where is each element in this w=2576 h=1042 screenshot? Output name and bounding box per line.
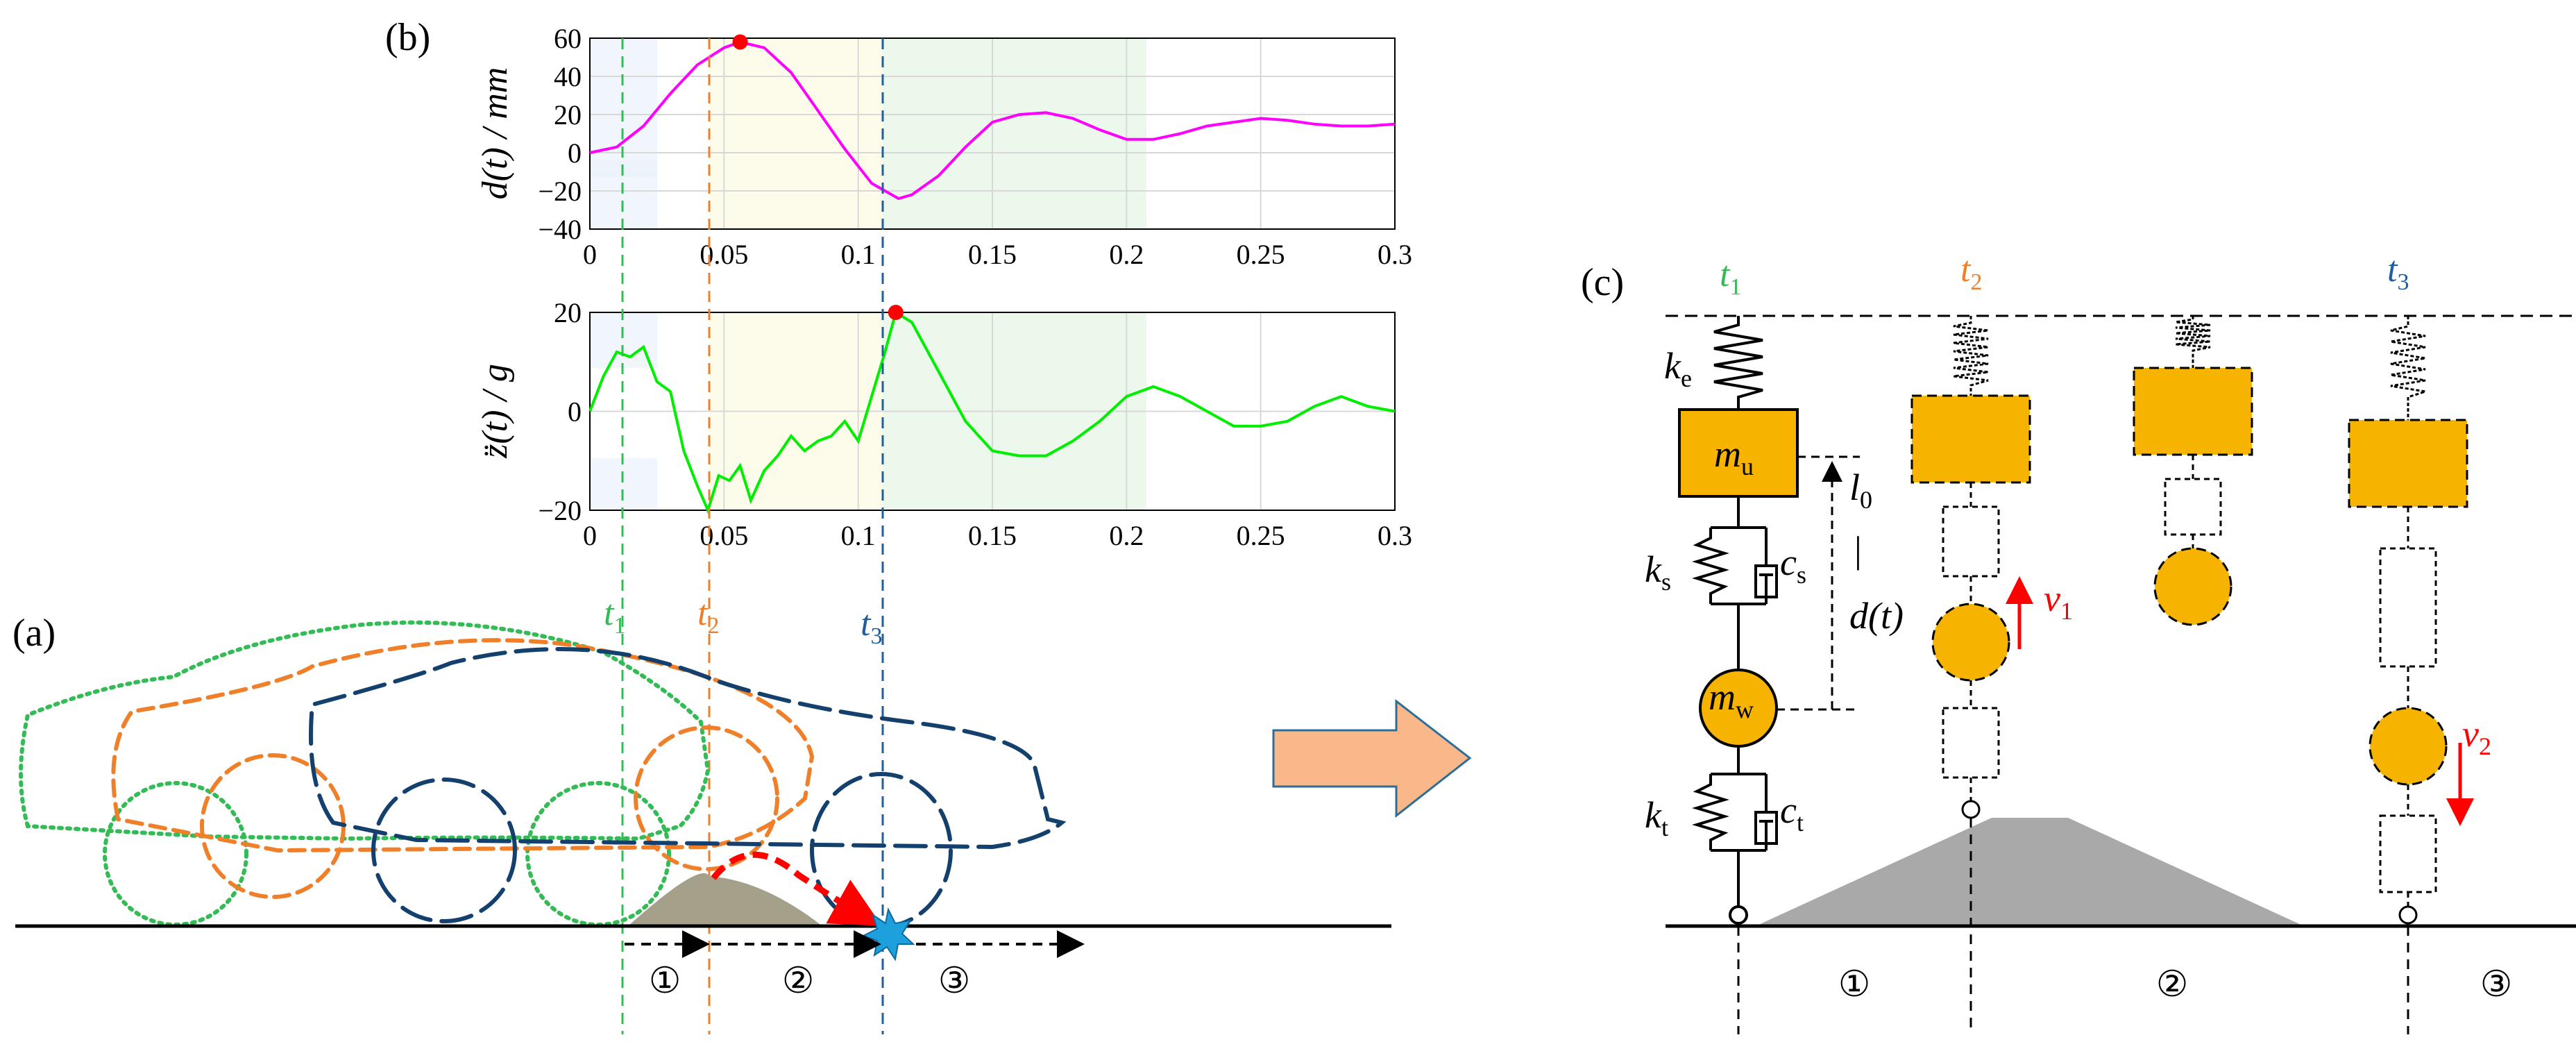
label-l0: l0	[1849, 467, 1872, 514]
label-mu: mu	[1714, 433, 1754, 480]
panel-label-b: (b)	[385, 16, 430, 59]
x-tick-label: 0.3	[1378, 239, 1412, 270]
x-tick-label: 0.05	[700, 239, 748, 270]
mass-mu-t2	[1910, 394, 2031, 484]
transition-arrow	[1272, 698, 1472, 818]
model-t3	[2348, 316, 2468, 925]
y-tick-label: 20	[554, 99, 582, 131]
car-green	[19, 620, 711, 927]
spring-ke	[1713, 316, 1763, 410]
y-tick-label: 60	[554, 23, 582, 54]
wheel-trajectory-arrow	[711, 851, 882, 926]
top-series-line	[589, 40, 1396, 201]
label-cs: cs	[1780, 541, 1806, 589]
phase1-label-c: ①	[1838, 965, 1871, 1005]
contact-point-t2	[1961, 800, 1981, 819]
x-tick-label: 0.15	[968, 239, 1017, 270]
road-bump-c	[1756, 818, 2304, 926]
spring-ke-mid	[2175, 316, 2211, 368]
phase-shade-1b	[590, 312, 657, 368]
x-tick-label: 0	[583, 239, 597, 270]
label-kt: kt	[1645, 794, 1668, 841]
suspension-t3	[2379, 547, 2437, 668]
y-tick-label: 0	[568, 396, 582, 428]
phase3-label-a: ③	[938, 961, 971, 1001]
mass-mu	[1678, 408, 1799, 498]
mass-mu-t3	[2348, 419, 2468, 508]
t1-label-c: t1	[1720, 255, 1741, 300]
label-mw: mw	[1709, 676, 1754, 723]
phase-shade-3	[883, 38, 1146, 229]
t2-label-a: t2	[697, 594, 719, 639]
y-tick-label: 40	[554, 61, 582, 92]
t3-label-a: t3	[861, 604, 882, 649]
mass-mw-t2	[1931, 603, 2010, 682]
phase3-label-c: ③	[2480, 965, 2513, 1005]
y-tick-label: 20	[554, 297, 582, 328]
y-tick-label: −20	[538, 495, 582, 526]
x-tick-label: 0.1	[841, 239, 876, 270]
contact-point-t1	[1729, 905, 1748, 925]
x-tick-label: 0.2	[1109, 520, 1144, 551]
panel-label-c: (c)	[1581, 261, 1624, 304]
model-t2	[1910, 316, 2031, 819]
top-ylabel: d(t) / mm	[475, 67, 515, 200]
top-peak-marker	[732, 34, 748, 50]
phase2-label-a: ②	[782, 961, 815, 1001]
x-tick-label: 0.05	[700, 520, 748, 551]
tire-t3	[2379, 814, 2437, 893]
label-separator: |	[1854, 529, 1862, 571]
impact-icon	[861, 907, 915, 961]
y-tick-label: 0	[568, 137, 582, 169]
road-bump	[628, 873, 822, 926]
phase-shade-2	[709, 38, 883, 229]
phase1-label-a: ①	[649, 961, 681, 1001]
spring-ks	[1692, 528, 1729, 604]
bottom-ylabel: z̈(t) / g	[475, 364, 515, 459]
mass-mw-t3	[2369, 707, 2448, 786]
spring-kt	[1692, 774, 1729, 850]
label-ks: ks	[1645, 548, 1671, 596]
label-ke: ke	[1664, 345, 1692, 392]
label-v1: v1	[2044, 578, 2073, 625]
spring-ke-t3	[2390, 316, 2426, 420]
x-tick-label: 0.15	[968, 520, 1017, 551]
spring-ke-t2	[1953, 316, 1989, 396]
x-tick-label: 0.25	[1237, 520, 1285, 551]
phase2-label-c: ②	[2156, 965, 2189, 1005]
contact-point-t3	[2398, 905, 2418, 925]
model-mid	[2133, 316, 2253, 626]
label-ct: ct	[1780, 789, 1804, 837]
x-tick-label: 0.25	[1237, 239, 1285, 270]
x-tick-label: 0	[583, 520, 597, 551]
t2-label-c: t2	[1960, 250, 1982, 295]
top-plot: 0 0.05 0.1 0.15 0.2 0.25 0.3 60 40 20 0 −20 −40 d(t)…	[475, 23, 1412, 270]
model-t1	[1678, 316, 1799, 925]
label-v2: v2	[2462, 713, 2491, 760]
x-tick-label: 0.3	[1378, 520, 1412, 551]
x-tick-label: 0.1	[841, 520, 876, 551]
t3-label-c: t3	[2387, 250, 2409, 295]
x-tick-label: 0.2	[1109, 239, 1144, 270]
phase-shade-1c	[590, 458, 657, 510]
y-tick-label: −20	[538, 176, 582, 207]
panel-label-a: (a)	[12, 612, 56, 655]
mass-mw-mid	[2153, 547, 2232, 626]
suspension-t2	[1942, 505, 2000, 578]
top-tick-labels: 0 0.05 0.1 0.15 0.2 0.25 0.3 60 40 20 0 −20 −40	[538, 23, 1412, 270]
bottom-series-line	[588, 310, 1396, 514]
label-dt: d(t)	[1849, 595, 1904, 637]
bottom-peak-marker	[888, 305, 904, 320]
y-tick-label: −40	[538, 214, 582, 245]
top-plot-frame	[589, 37, 1396, 230]
tire-t2	[1942, 707, 2000, 779]
suspension-mid	[2164, 478, 2222, 536]
t1-label-a: t1	[604, 594, 625, 639]
mass-mu-mid	[2133, 367, 2253, 456]
